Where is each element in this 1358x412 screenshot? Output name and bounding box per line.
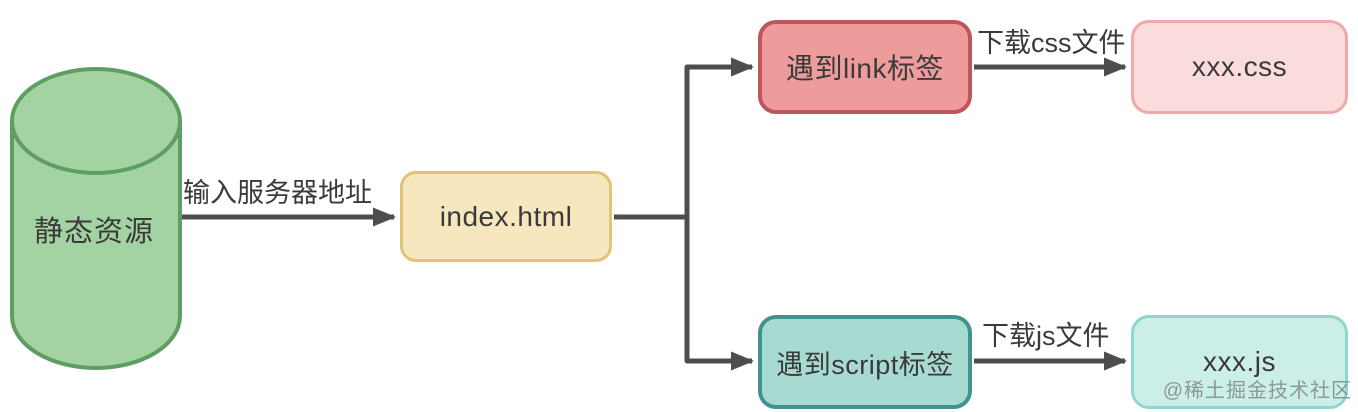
database-cylinder-shape: [10, 67, 182, 370]
node-xxx-css: xxx.css: [1131, 20, 1348, 114]
node-script-tag-label: 遇到script标签: [776, 349, 954, 380]
node-link-tag-label: 遇到link标签: [785, 53, 944, 84]
node-xxx-css-label: xxx.css: [1191, 51, 1288, 82]
node-index-html-label: index.html: [439, 200, 573, 232]
edge-label-download-css: 下载css文件: [977, 28, 1126, 58]
edge-label-download-js: 下载js文件: [982, 321, 1110, 351]
watermark-text: @稀土掘金技术社区: [1162, 380, 1352, 402]
node-script-tag: 遇到script标签: [758, 315, 972, 409]
edge-label-enter-server-address: 输入服务器地址: [183, 178, 372, 208]
node-static-resources-label: 静态资源: [33, 216, 154, 248]
node-link-tag: 遇到link标签: [758, 20, 972, 114]
node-xxx-js: xxx.js: [1131, 315, 1348, 409]
node-index-html: index.html: [400, 171, 612, 262]
node-xxx-js-label: xxx.js: [1203, 346, 1276, 377]
